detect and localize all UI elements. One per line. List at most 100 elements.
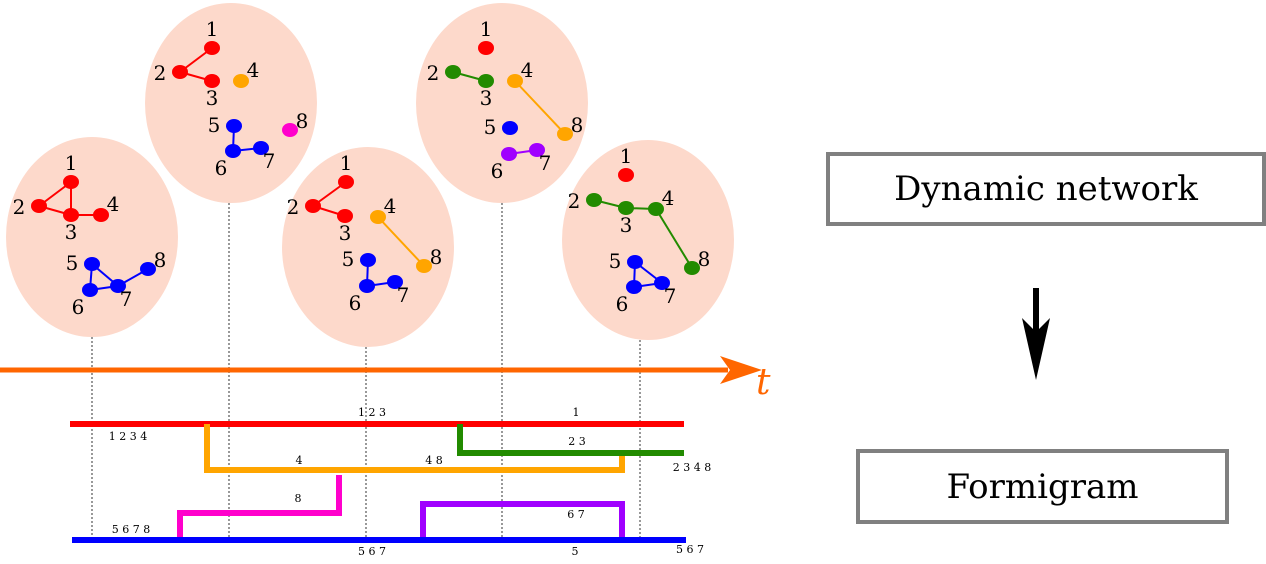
graph-node [225,144,241,158]
node-label: 2 [154,61,167,85]
graph-node [63,208,79,222]
node-label: 4 [384,194,397,218]
node-label: 2 [568,189,581,213]
formigram-label: 2 3 [568,435,586,448]
graph-node [204,74,220,88]
dynamic-network-box: Dynamic network [826,152,1266,226]
graph-node [172,65,188,79]
graph-node [282,123,298,137]
node-label: 3 [480,86,493,110]
formigram-label: 2 3 4 8 [673,461,711,474]
snapshot-bubble [562,140,734,340]
snapshot-bubble [282,147,454,347]
node-label: 8 [430,245,443,269]
node-label: 4 [662,186,675,210]
graph-edge [514,80,566,135]
node-label: 1 [65,151,78,175]
formigram-label: 8 [295,492,302,505]
graph-node [501,147,517,161]
node-label: 6 [616,292,629,316]
graph-node [370,210,386,224]
graph-node [31,199,47,213]
formigram-label: 5 6 7 [358,545,386,558]
graph-node [654,276,670,290]
formigram-label: 1 [573,406,580,419]
graph-node [648,202,664,216]
dynamic-network-label: Dynamic network [894,169,1198,209]
node-label: 6 [215,156,228,180]
graph-node [305,199,321,213]
graph-node [618,168,634,182]
graph-node [93,208,109,222]
node-label: 3 [65,220,78,244]
node-label: 8 [698,247,711,271]
formigram-branch-purple [420,501,625,540]
graph-node [360,253,376,267]
formigram-label: 5 [572,545,579,558]
graph-node [627,255,643,269]
time-axis-arrowhead [720,356,762,384]
node-label: 7 [120,287,133,311]
graph-edge [655,208,693,269]
node-label: 1 [620,144,633,168]
graph-node [387,275,403,289]
formigram-box: Formigram [856,449,1229,524]
graph-node [507,74,523,88]
node-label: 5 [609,249,622,273]
node-label: 7 [664,284,677,308]
node-label: 2 [427,61,440,85]
node-label: 8 [154,248,167,272]
graph-node [82,283,98,297]
time-axis: t [0,356,771,403]
node-label: 6 [72,295,85,319]
node-label: 4 [247,58,260,82]
node-label: 3 [620,213,633,237]
graph-node [586,193,602,207]
graph-node [253,141,269,155]
formigram-label: Formigram [946,466,1139,507]
node-label: 8 [571,113,584,137]
graph-node [478,74,494,88]
graph-node [204,41,220,55]
graph-node [557,127,573,141]
node-label: 3 [206,86,219,110]
node-label: 5 [66,251,79,275]
formigram-label: 4 [296,454,303,467]
time-axis-label: t [756,362,771,403]
formigram-label: 5 6 7 [676,543,704,556]
node-label: 3 [339,221,352,245]
graph-node [529,143,545,157]
graph-node [478,41,494,55]
node-label: 6 [491,159,504,183]
snapshot-bubble [145,3,317,203]
graph-node [416,259,432,273]
graph-node [337,209,353,223]
formigram-label: 4 8 [425,454,443,467]
graph-node [618,201,634,215]
graph-node [226,119,242,133]
node-label: 1 [206,17,219,41]
node-label: 4 [521,58,534,82]
node-label: 1 [340,151,353,175]
graph-edge [377,216,425,267]
formigram-branch-green [457,424,684,456]
node-label: 1 [480,17,493,41]
snapshot-bubble [416,3,588,203]
snapshot-5: 1 2 3 4 5 6 78 [562,140,734,340]
node-label: 5 [208,113,221,137]
graph-node [110,279,126,293]
formigram-branch-orange [204,424,625,473]
graph-node [140,262,156,276]
graph-node [626,280,642,294]
graph-node [445,65,461,79]
graph-node [338,175,354,189]
graph-node [359,279,375,293]
